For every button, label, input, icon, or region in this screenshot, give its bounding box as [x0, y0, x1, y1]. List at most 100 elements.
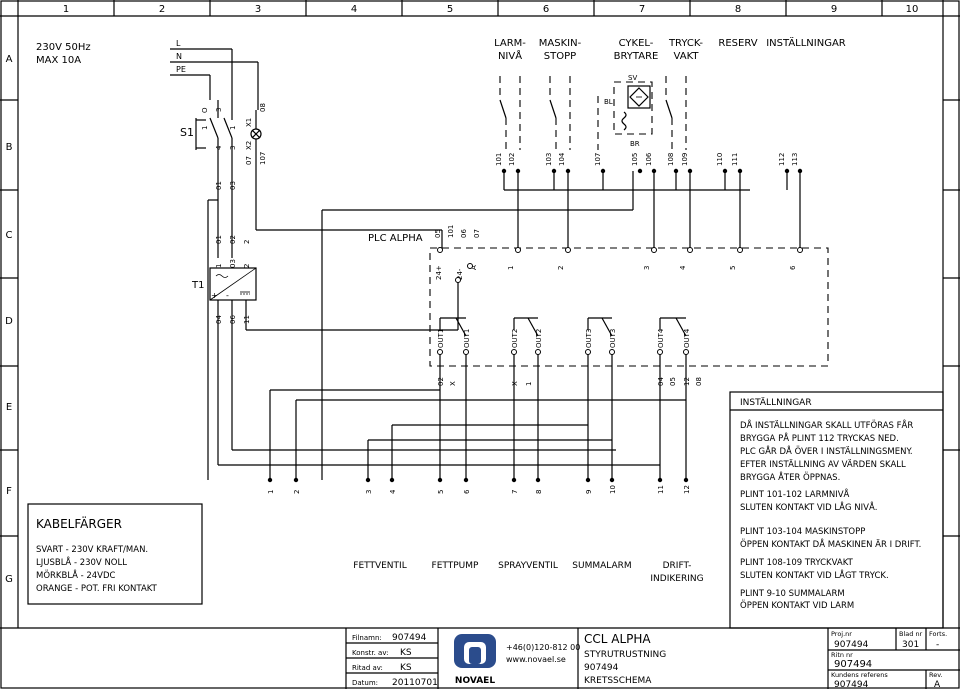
grid-col-7: 7	[639, 4, 645, 15]
t1-label: T1	[191, 280, 204, 291]
plc-alpha: PLC ALPHA	[368, 233, 829, 367]
term-f-5: 5	[437, 490, 445, 494]
term-f-9: 9	[585, 490, 593, 494]
term-b-102: 102	[508, 153, 516, 166]
lamp-term-07: 07	[245, 156, 253, 165]
supply-voltage: 230V 50Hz	[36, 42, 91, 53]
tb-projnr-label: Proj.nr	[831, 630, 852, 638]
grid-row-d: D	[5, 316, 13, 327]
term-e-1: 1	[525, 382, 533, 386]
term-b-112: 112	[778, 153, 786, 166]
tb-konstr: KS	[400, 648, 412, 658]
term-01: 01	[215, 181, 223, 190]
supply-pe-label: PE	[176, 65, 186, 74]
settings-line-3: PLC GÅR DÅ ÖVER I INSTÄLLNINGSMENY.	[740, 445, 913, 457]
output-drift: DRIFT-	[663, 561, 692, 571]
s1-switch: S1 O 1	[180, 100, 233, 160]
term-f-11: 11	[657, 485, 665, 494]
supply-feed-lines	[170, 48, 259, 120]
cable-color-legend: KABELFÄRGER SVART - 230V KRAFT/MAN. LJUS…	[27, 503, 203, 605]
plc-in-3: 3	[643, 266, 651, 270]
term-b-111: 111	[731, 153, 739, 166]
out3-a: OUT3	[585, 329, 593, 348]
term-f-1: 1	[267, 490, 275, 494]
tb-number: 907494	[584, 663, 619, 673]
tb-filnamn-label: Filnamn:	[352, 634, 382, 642]
term-c-03: 03	[229, 259, 237, 268]
supply-fuse: MAX 10A	[36, 55, 81, 66]
plc-in-24p: 24+	[435, 265, 443, 280]
tb-datum: 20110701	[392, 678, 438, 688]
logo-text: NOVAEL	[455, 676, 495, 686]
term-e-04: 04	[657, 377, 665, 386]
term-c-02: 02	[229, 235, 237, 244]
legend-line-2: LJUSBLÅ - 230V NOLL	[36, 556, 127, 568]
settings-line-11: SLUTEN KONTAKT VID LÅGT TRYCK.	[740, 569, 889, 581]
tb-filnamn: 907494	[392, 633, 427, 643]
grid-row-f: F	[6, 486, 12, 497]
header-cykel-2: BRYTARE	[614, 51, 659, 62]
settings-line-1: DÅ INSTÄLLNINGAR SKALL UTFÖRAS FÅR	[740, 419, 913, 431]
br-label: BR	[630, 140, 640, 148]
grid-col-2: 2	[159, 4, 165, 15]
row-f-terminal-strip: 1 2 3 4 5 6 7 8 9 10 11 12	[267, 485, 691, 494]
grid-col-8: 8	[735, 4, 741, 15]
s1-label: S1	[180, 126, 194, 139]
term-c-07: 07	[473, 229, 481, 238]
term-e-02: 02	[437, 377, 445, 386]
legend-title: KABELFÄRGER	[36, 516, 122, 531]
header-tryck-1: TRYCK-	[668, 38, 703, 49]
settings-title: INSTÄLLNINGAR	[740, 397, 812, 408]
header-larm-2: NIVÅ	[498, 49, 522, 62]
grid-col-1: 1	[63, 4, 69, 15]
term-c-01: 01	[215, 235, 223, 244]
tb-forts-label: Forts.	[929, 630, 947, 638]
tb-subtitle: STYRUTRUSTNING	[584, 650, 666, 660]
term-e-08: 08	[695, 377, 703, 386]
s1-term-1: 1	[229, 126, 237, 130]
term-c-05: 05	[434, 229, 442, 238]
output-sprayventil: SPRAYVENTIL	[498, 561, 558, 571]
term-psu-04: 04	[215, 315, 223, 324]
header-reserv: RESERV	[718, 38, 757, 49]
out4-a: OUT4	[657, 328, 665, 348]
grid-row-g: G	[5, 574, 13, 585]
out1-b: OUT1	[463, 329, 471, 348]
tb-blad: 301	[902, 640, 919, 650]
plc-in-5: 5	[729, 266, 737, 270]
row-b-dots	[501, 168, 803, 174]
tb-web: www.novael.se	[506, 655, 566, 664]
s1-o-label: O	[201, 107, 209, 113]
grid-col-6: 6	[543, 4, 549, 15]
settings-line-9: ÖPPEN KONTAKT DÅ MASKINEN ÄR I DRIFT.	[740, 538, 921, 550]
plc-label: PLC ALPHA	[368, 233, 423, 244]
grid-col-4: 4	[351, 4, 357, 15]
legend-line-4: ORANGE - POT. FRI KONTAKT	[36, 584, 158, 594]
term-c-101: 101	[447, 225, 455, 238]
wiring	[207, 160, 801, 480]
term-e-x1: X	[449, 381, 457, 386]
s1-1-label: 1	[201, 126, 209, 130]
lamp-term-107: 107	[259, 152, 267, 165]
output-fettpump: FETTPUMP	[432, 561, 479, 571]
term-c-1: 1	[215, 264, 223, 268]
plc-in-6: 6	[789, 265, 797, 270]
title-block: Filnamn: Konstr. av: Ritad av: Datum: 90…	[345, 628, 960, 690]
tb-ritn: 907494	[834, 659, 872, 670]
term-psu-06: 06	[229, 315, 237, 324]
plc-in-1: 1	[507, 266, 515, 270]
term-psu-11: 11	[243, 315, 251, 324]
grid-row-b: B	[6, 142, 13, 153]
tb-datum-label: Datum:	[352, 679, 378, 687]
out3-b: OUT3	[609, 329, 617, 348]
term-b-107: 107	[594, 153, 602, 166]
term-f-3: 3	[365, 490, 373, 494]
legend-line-3: MÖRKBLÅ - 24VDC	[36, 569, 116, 581]
term-f-4: 4	[389, 489, 397, 494]
header-larm-1: LARM-	[494, 38, 526, 49]
tb-ritad: KS	[400, 663, 412, 673]
tb-phone: +46(0)120-812 00	[506, 643, 580, 652]
term-e-05: 05	[669, 377, 677, 386]
